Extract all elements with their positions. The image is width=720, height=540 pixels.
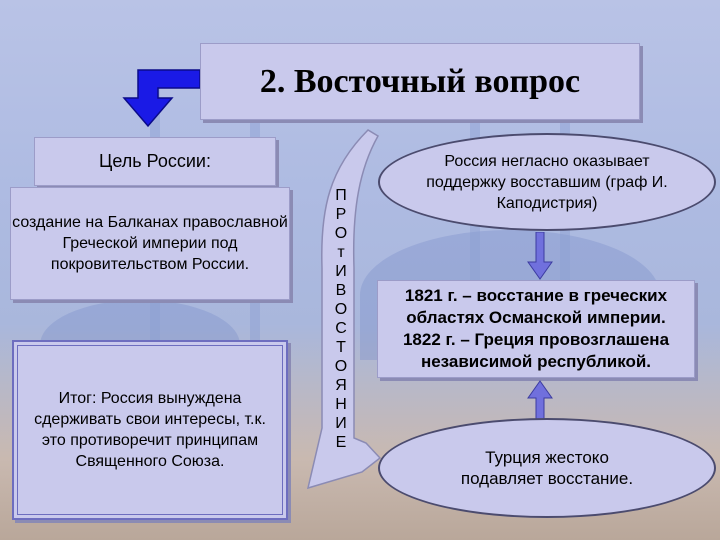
letter-7: О: [334, 301, 348, 318]
uprising-text: 1821 г. – восстание в греческих областях…: [402, 286, 670, 371]
goal-label-box: Цель России:: [34, 137, 276, 186]
slide-title: 2. Восточный вопрос: [200, 43, 640, 120]
letter-13: И: [335, 415, 347, 432]
bent-down-arrow-icon: [122, 69, 200, 128]
goal-label: Цель России:: [99, 151, 211, 171]
opposition-vertical-word: П Р О т И В О С Т О Я Н И Е: [329, 186, 353, 452]
goal-text: создание на Балканах православной Гречес…: [12, 214, 288, 273]
letter-1: П: [335, 187, 347, 204]
letter-11: Я: [335, 377, 347, 394]
slide-title-text: 2. Восточный вопрос: [259, 63, 581, 100]
letter-4: т: [337, 244, 345, 261]
support-ellipse: Россия негласно оказывает поддержку восс…: [378, 133, 716, 231]
suppression-ellipse: Турция жестоко подавляет восстание.: [378, 418, 716, 518]
letter-3: О: [334, 225, 348, 242]
letter-12: Н: [335, 396, 347, 413]
suppression-text: Турция жестоко подавляет восстание.: [460, 448, 634, 488]
letter-9: Т: [336, 339, 346, 356]
support-text: Россия негласно оказывает поддержку восс…: [426, 152, 668, 212]
up-arrow-icon: [527, 380, 553, 428]
letter-14: Е: [335, 434, 347, 451]
down-arrow-icon: [527, 232, 553, 280]
opposition-band-shape: [306, 129, 382, 490]
goal-text-box: создание на Балканах православной Гречес…: [10, 187, 290, 300]
letter-2: Р: [335, 206, 347, 223]
letter-10: О: [334, 358, 348, 375]
letter-5: И: [335, 263, 347, 280]
letter-6: В: [335, 282, 347, 299]
result-text: Итог: Россия вынуждена сдерживать свои и…: [34, 390, 266, 470]
letter-8: С: [335, 320, 347, 337]
uprising-box: 1821 г. – восстание в греческих областях…: [377, 280, 695, 378]
result-box: Итог: Россия вынуждена сдерживать свои и…: [12, 340, 288, 520]
